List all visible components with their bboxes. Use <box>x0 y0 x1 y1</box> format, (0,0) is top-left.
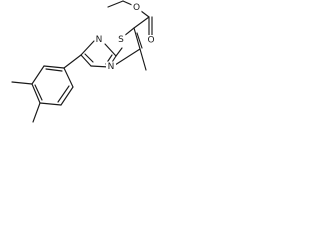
bond-carbonyl-ester-o <box>140 10 150 18</box>
bond-ar-3-4 <box>31 83 41 104</box>
bond-c6-n <box>80 40 95 56</box>
bond-ester-o-ch2 <box>122 0 133 6</box>
atom-ester-oxygen-label: O <box>133 3 140 13</box>
atom-imidazole-nitrogen: N <box>94 34 104 46</box>
bond-ar-methyl-2 <box>32 102 41 123</box>
atom-carbonyl-oxygen-label: O <box>147 36 154 46</box>
atom-sulfur: S <box>116 34 126 46</box>
atom-sulfur-label: S <box>118 35 124 45</box>
bond-c5-c6-double <box>84 53 94 63</box>
bond-c6-aryl <box>63 54 82 69</box>
atom-imidazole-nitrogen-label: N <box>96 35 103 45</box>
bond-n-c7a <box>104 43 117 57</box>
bond-s-c2 <box>123 27 135 37</box>
chemical-structure-diagram: S N N O O <box>11 0 156 123</box>
bond-ar-1-2-double <box>45 68 63 72</box>
atom-ester-oxygen: O <box>131 2 142 14</box>
bond-ar-2-3 <box>31 65 45 85</box>
bond-c2-carbonyl <box>133 16 150 29</box>
bond-ar-5-6 <box>60 86 74 106</box>
bond-c2-c3-double <box>136 32 143 49</box>
bond-ar-6-1 <box>63 67 74 88</box>
atom-bridgehead-nitrogen-label: N <box>108 62 115 72</box>
bond-ar-3-4-double <box>34 84 43 101</box>
atom-carbonyl-oxygen: O <box>146 35 156 46</box>
bond-ar-5-6-double <box>57 85 70 103</box>
bond-ch2-ch3 <box>107 0 124 8</box>
atom-bridgehead-nitrogen: N <box>106 61 116 73</box>
bond-c2-c3 <box>133 27 141 50</box>
bond-c7a-s <box>115 47 123 57</box>
bond-c3-n-bridge <box>114 48 141 66</box>
bond-ar-methyl-1 <box>11 81 33 85</box>
bond-c5-c6 <box>80 54 92 67</box>
bond-c3-methyl <box>139 48 147 71</box>
bond-ar-4-5 <box>39 102 62 106</box>
bond-ar-1-2 <box>43 65 65 69</box>
